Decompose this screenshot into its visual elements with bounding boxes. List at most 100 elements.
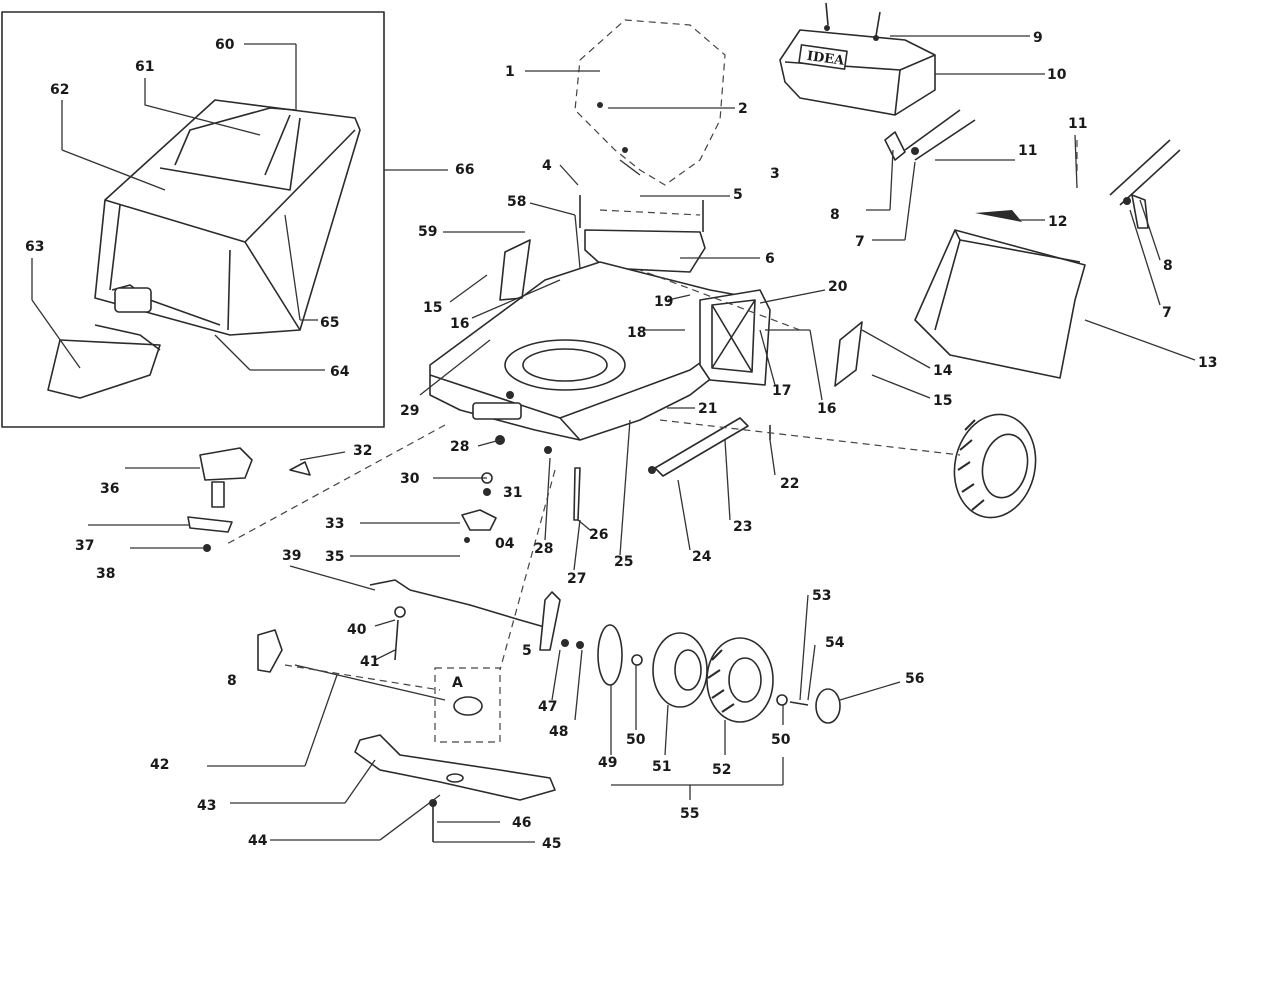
rear-wheel: [953, 413, 1037, 519]
catcher-handle: [114, 287, 152, 313]
part-label-37: 37: [75, 538, 94, 554]
hub-cap: [815, 688, 841, 724]
part-label-58: 58: [507, 194, 526, 210]
part-label-52: 52: [712, 762, 731, 778]
side-flap-left: [499, 239, 531, 301]
part-labels: 1 2 3 4 5 6 7 8 9 10 11 11 12 13 14 15 1…: [25, 30, 1217, 852]
part-label-23: 23: [733, 519, 752, 535]
handle-brackets: [884, 109, 1181, 229]
height-adjuster: [472, 402, 522, 420]
part-label-15b: 15: [933, 393, 952, 409]
part-label-55: 55: [680, 806, 699, 822]
part-label-11b: 11: [1068, 116, 1087, 132]
part-label-1: 1: [505, 64, 515, 80]
part-label-31: 31: [503, 485, 522, 501]
part-label-33: 33: [325, 516, 344, 532]
part-label-7a: 7: [855, 234, 865, 250]
rear-axle: [648, 417, 771, 477]
spare-part-8: [257, 629, 283, 673]
leader-lines: [88, 35, 1196, 843]
side-flap-right: [834, 321, 863, 387]
part-label-5: 5: [733, 187, 743, 203]
part-label-15a: 15: [423, 300, 442, 316]
part-label-25: 25: [614, 554, 633, 570]
inset-leaders: [31, 43, 448, 371]
part-label-64: 64: [330, 364, 350, 380]
part-label-14: 14: [933, 363, 953, 379]
part-label-10: 10: [1047, 67, 1067, 83]
cutting-blade: [354, 734, 556, 801]
part-label-39: 39: [282, 548, 301, 564]
part-label-63: 63: [25, 239, 44, 255]
part-label-51: 51: [652, 759, 671, 775]
part-label-16a: 16: [450, 316, 469, 332]
wheel-rim: [652, 632, 708, 708]
handle-lock-assembly: [187, 447, 311, 552]
part-label-5b: 5: [522, 643, 532, 659]
part-label-3: 3: [770, 166, 780, 182]
part-label-8a: 8: [830, 207, 840, 223]
part-label-24: 24: [692, 549, 712, 565]
part-label-6: 6: [765, 251, 775, 267]
part-label-4: 4: [542, 158, 552, 174]
part-label-8c: 8: [1163, 258, 1173, 274]
part-label-13: 13: [1198, 355, 1217, 371]
part-label-7b: 7: [1162, 305, 1172, 321]
part-label-8b: 8: [227, 673, 237, 689]
part-label-20: 20: [828, 279, 848, 295]
part-label-11a: 11: [1018, 143, 1037, 159]
part-label-38: 38: [96, 566, 115, 582]
part-label-12: 12: [1048, 214, 1067, 230]
part-label-62: 62: [50, 82, 69, 98]
catcher-flap: [47, 339, 161, 399]
part-label-61: 61: [135, 59, 154, 75]
part-label-28b: 28: [534, 541, 553, 557]
mower-deck: [429, 261, 771, 441]
part-label-60: 60: [215, 37, 235, 53]
part-label-47: 47: [538, 699, 557, 715]
part-label-32: 32: [353, 443, 372, 459]
part-label-26: 26: [589, 527, 608, 543]
part-label-40: 40: [347, 622, 367, 638]
inset-letter: A: [452, 675, 463, 691]
part-label-28a: 28: [450, 439, 469, 455]
part-label-22: 22: [780, 476, 799, 492]
part-label-16b: 16: [817, 401, 836, 417]
front-axle: [257, 579, 561, 673]
part-label-59: 59: [418, 224, 437, 240]
part-label-30: 30: [400, 471, 420, 487]
part-label-2: 2: [738, 101, 748, 117]
part-label-42: 42: [150, 757, 169, 773]
top-cover: IDEA: [779, 2, 936, 116]
part-label-36: 36: [100, 481, 119, 497]
center-hardware: [461, 435, 581, 543]
grass-catcher-inset: [1, 11, 385, 428]
part-label-44: 44: [248, 833, 268, 849]
part-label-19: 19: [654, 294, 673, 310]
part-label-17: 17: [772, 383, 791, 399]
grass-bag: [914, 210, 1086, 379]
part-label-43: 43: [197, 798, 216, 814]
brand-mark: IDEA: [806, 49, 846, 69]
front-wheel-assembly: [561, 624, 841, 724]
part-label-18: 18: [627, 325, 646, 341]
part-label-54: 54: [825, 635, 845, 651]
part-label-53: 53: [812, 588, 831, 604]
part-label-9: 9: [1033, 30, 1043, 46]
part-label-48: 48: [549, 724, 568, 740]
motor-cover: [574, 19, 726, 186]
part-label-34: 04: [495, 536, 515, 552]
part-label-56: 56: [905, 671, 924, 687]
part-label-46: 46: [512, 815, 531, 831]
part-label-35: 35: [325, 549, 344, 565]
part-label-49: 49: [598, 755, 617, 771]
part-label-50a: 50: [626, 732, 646, 748]
inset-frame: [1, 11, 385, 428]
part-label-50b: 50: [771, 732, 791, 748]
front-tire: [706, 637, 774, 723]
engine-mount-plate: [579, 195, 706, 273]
part-label-66: 66: [455, 162, 474, 178]
part-label-29: 29: [400, 403, 419, 419]
